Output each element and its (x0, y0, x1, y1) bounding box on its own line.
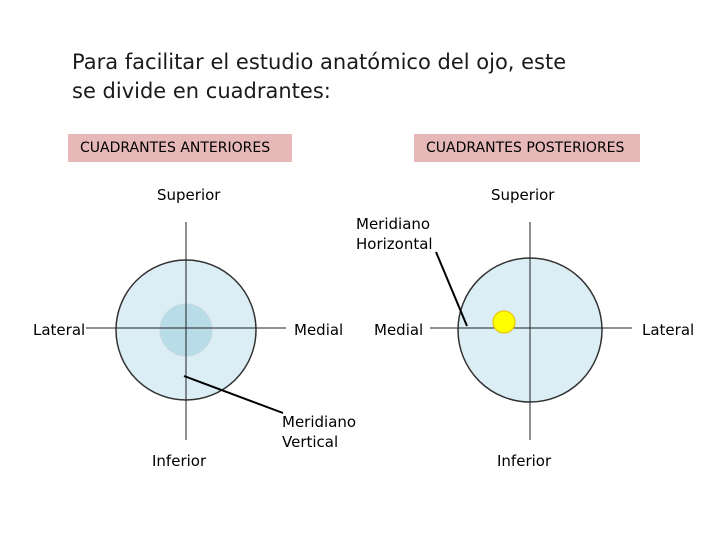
posterior-medial-label: Medial (374, 321, 424, 339)
posterior-superior-label: Superior (491, 186, 555, 204)
title-line-1: Para facilitar el estudio anatómico del … (72, 50, 567, 74)
horizontal-meridian-label: Meridiano Horizontal (356, 215, 433, 253)
optic-disc (492, 310, 516, 334)
vertical-meridian-label: Meridiano Vertical (282, 413, 357, 451)
horizontal-meridian-pointer (435, 251, 468, 327)
posterior-eye (430, 222, 632, 440)
title-line-2: se divide en cuadrantes: (72, 79, 331, 103)
posterior-lateral-label: Lateral (642, 321, 695, 339)
anterior-medial-label: Medial (294, 321, 344, 339)
vertical-meridian-pointer (183, 375, 284, 414)
anterior-quadrants-header: CUADRANTES ANTERIORES (68, 134, 292, 162)
posterior-quadrants-header: CUADRANTES POSTERIORES (414, 134, 640, 162)
anterior-eye (86, 222, 286, 440)
anterior-inferior-label: Inferior (152, 452, 207, 470)
slide-title: Para facilitar el estudio anatómico del … (72, 48, 632, 106)
anterior-superior-label: Superior (157, 186, 221, 204)
posterior-inferior-label: Inferior (497, 452, 552, 470)
anterior-lateral-label: Lateral (33, 321, 86, 339)
